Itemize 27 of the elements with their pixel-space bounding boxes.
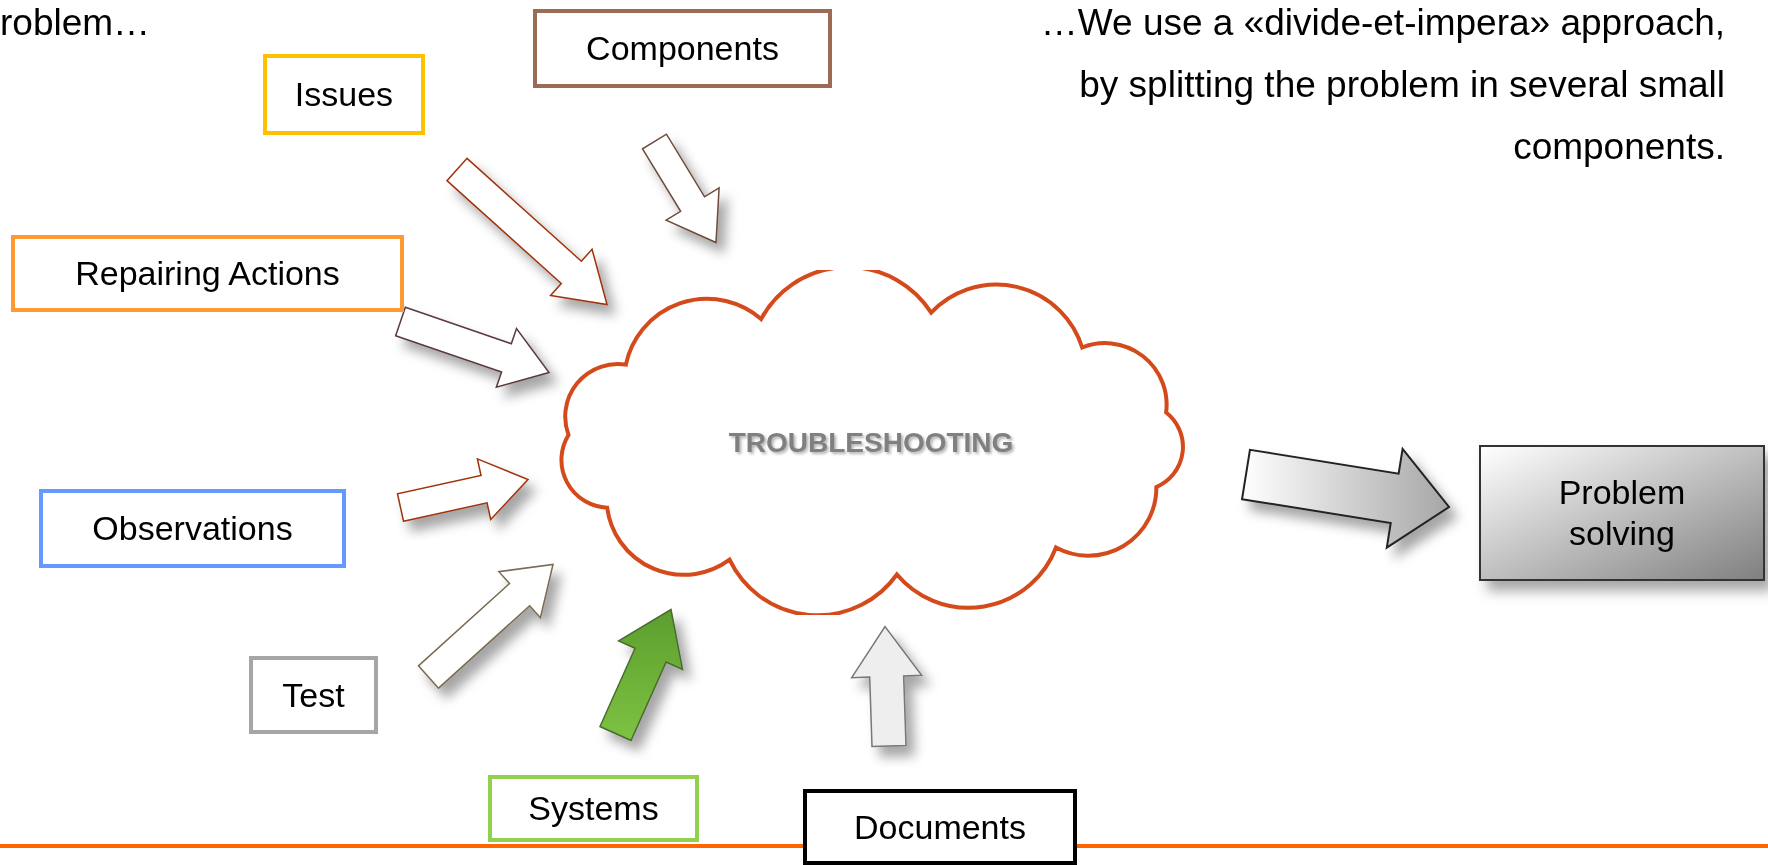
block-arrow [396,457,530,523]
label-box [488,775,699,842]
label-box [39,489,346,568]
label-box [249,656,378,734]
label-box [11,235,404,312]
node-label: Test [282,674,345,716]
node-label: Systems [528,788,659,829]
block-arrow [417,563,554,690]
node-label: Components [586,28,779,69]
node-label: Observations [92,508,293,549]
block-arrow [641,133,720,244]
result-box [1479,445,1765,581]
node-label: Problem solving [1557,472,1687,554]
block-arrow [850,625,924,748]
block-arrow [1240,446,1451,550]
label-box [263,54,425,135]
node-label: Documents [854,806,1026,848]
block-arrow [599,608,684,742]
label-box [803,789,1077,865]
node-label: Repairing Actions [75,253,340,294]
block-arrow [394,306,551,389]
node-label: TROUBLESHOOTING [728,425,1014,460]
block-arrow [445,157,609,306]
label-box [533,9,832,88]
description-text: …We use a «divide-et-impera» approach, by splitting the problem in several small components. [1039,1,1725,169]
node-label: Issues [294,74,394,115]
text-fragment: roblem… [0,1,152,45]
